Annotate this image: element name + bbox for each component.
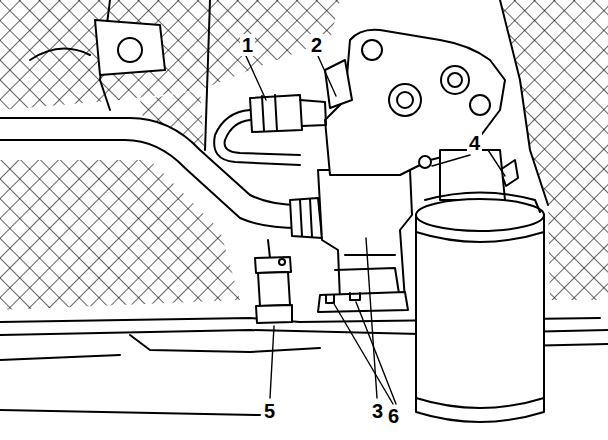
callout-number: 3 xyxy=(370,400,385,422)
callout-number: 5 xyxy=(262,400,277,422)
callout-number: 6 xyxy=(386,405,401,427)
callout-number: 2 xyxy=(309,34,324,56)
callout-number: 4 xyxy=(467,132,482,154)
callout-number: 1 xyxy=(240,34,255,56)
